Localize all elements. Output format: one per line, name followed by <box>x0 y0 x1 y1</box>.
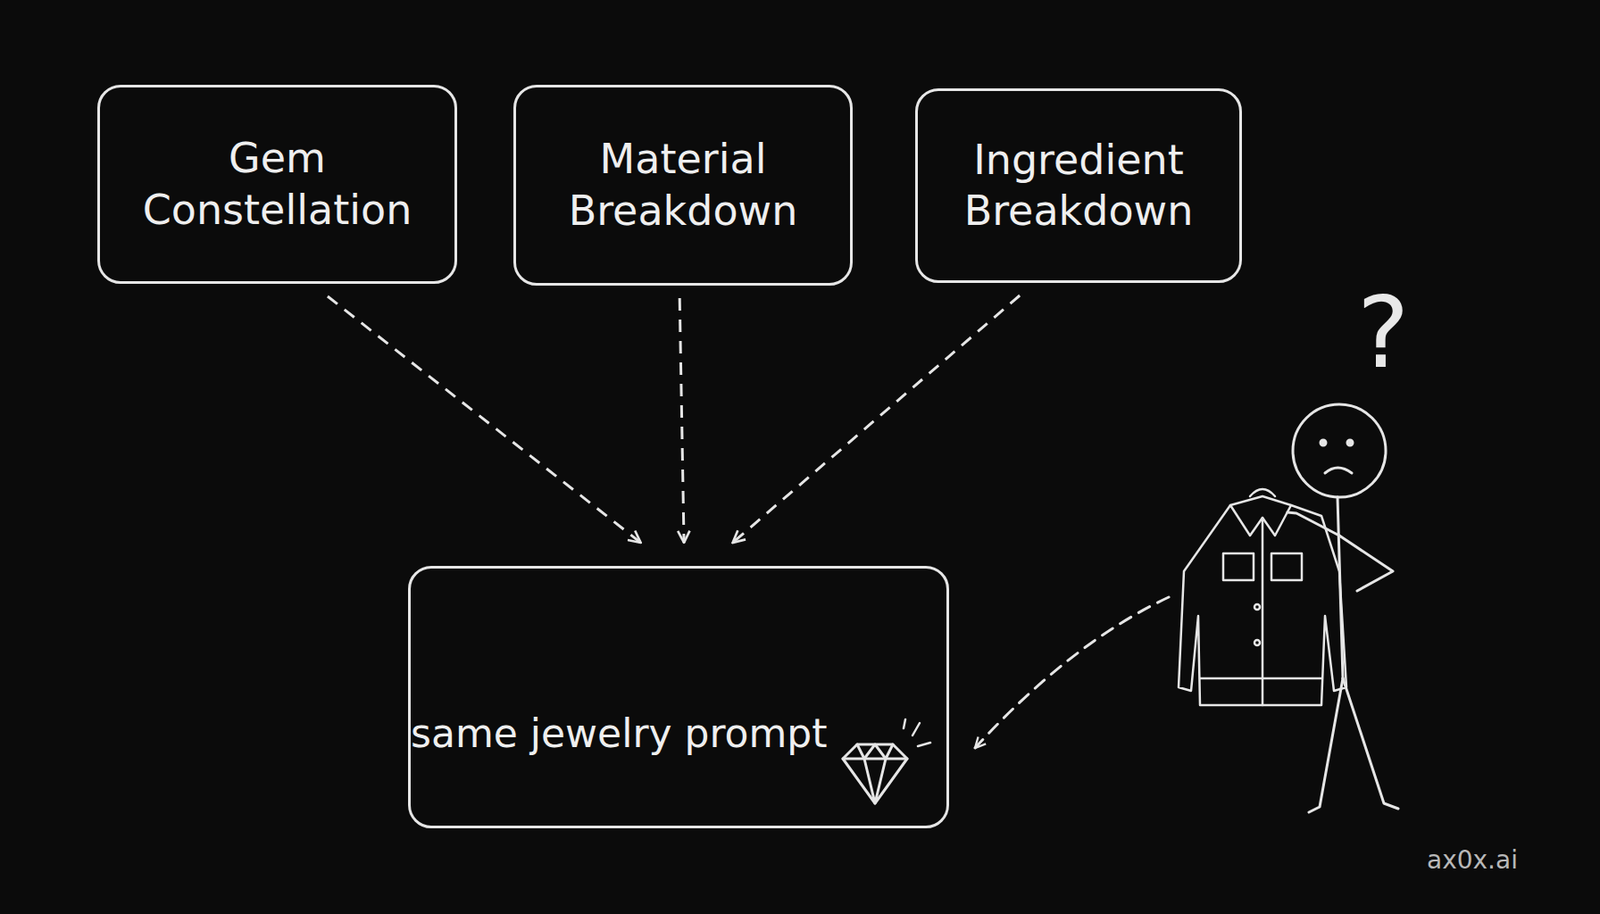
watermark: ax0x.ai <box>1426 848 1518 874</box>
gem-icon <box>842 719 931 804</box>
process-box: Material Breakdown <box>513 84 853 286</box>
process-box: Gem Constellation <box>97 84 458 284</box>
dashed-connector <box>679 298 684 543</box>
process-box: Ingredient Breakdown <box>915 88 1242 284</box>
stick-figure <box>1287 404 1399 813</box>
question-mark: ? <box>1357 283 1409 383</box>
dashed-connector <box>327 296 642 543</box>
process-box: same jewelry prompt <box>408 566 950 829</box>
jacket <box>1178 489 1347 706</box>
box-label: Ingredient Breakdown <box>937 134 1220 238</box>
box-label: Material Breakdown <box>535 133 831 237</box>
box-label: same jewelry prompt <box>410 708 828 759</box>
box-label: Gem Constellation <box>119 133 435 236</box>
dashed-connector <box>733 295 1021 543</box>
dashed-arrow <box>975 597 1169 749</box>
